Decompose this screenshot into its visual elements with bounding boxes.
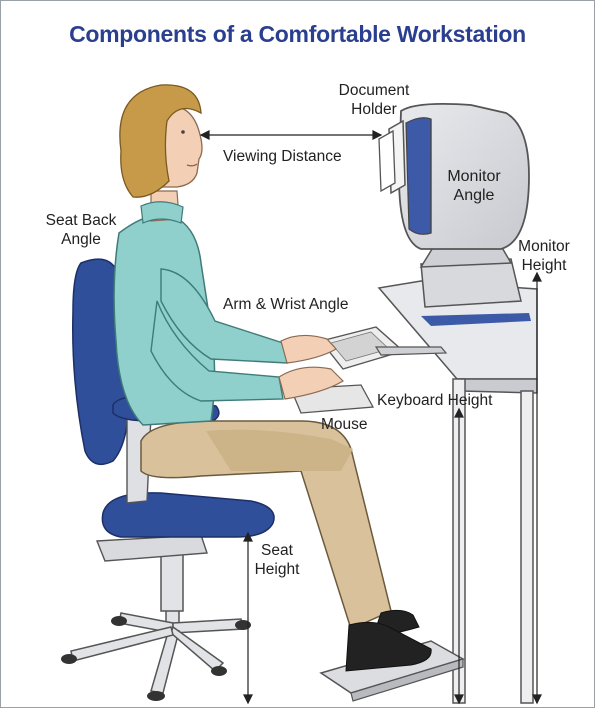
document-holder-label: Document Holder: [331, 81, 417, 119]
viewing-distance-label: Viewing Distance: [223, 147, 342, 166]
monitor-height-label: Monitor Height: [509, 237, 579, 275]
monitor: [399, 104, 529, 307]
seat-back-angle-label: Seat Back Angle: [41, 211, 121, 249]
monitor-angle-label-line2: Angle: [434, 186, 514, 205]
document-holder-label-line1: Document: [331, 81, 417, 100]
monitor-angle-label: Monitor Angle: [434, 167, 514, 205]
seat-height-label: Seat Height: [249, 541, 305, 579]
mouse-label: Mouse: [321, 415, 368, 434]
seat-back-angle-label-line2: Angle: [41, 230, 121, 249]
seat-back-angle-label-line1: Seat Back: [41, 211, 121, 230]
monitor-height-label-line1: Monitor: [509, 237, 579, 256]
monitor-height-label-line2: Height: [509, 256, 579, 275]
monitor-angle-label-line1: Monitor: [434, 167, 514, 186]
seat-height-label-line1: Seat: [249, 541, 305, 560]
seat-height-label-line2: Height: [249, 560, 305, 579]
arm-wrist-angle-label: Arm & Wrist Angle: [223, 295, 348, 314]
document-holder-label-line2: Holder: [331, 100, 417, 119]
keyboard-height-label: Keyboard Height: [377, 391, 492, 410]
document-holder: [379, 121, 405, 193]
